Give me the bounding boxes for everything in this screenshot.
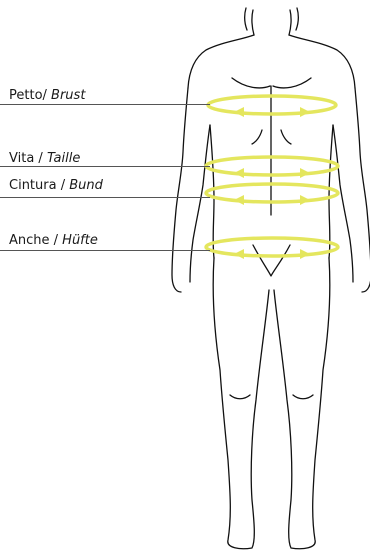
hip-label: Anche / Hüfte <box>9 234 98 247</box>
hip-label-it: Anche / <box>9 233 62 248</box>
belt-band <box>206 184 338 202</box>
measurement-bands <box>206 96 338 256</box>
hip-label-de: Hüfte <box>62 233 98 248</box>
waist-label-it: Vita / <box>9 151 47 166</box>
hip-band <box>206 238 338 256</box>
arrow-icon <box>300 107 310 117</box>
arrow-icon <box>234 107 244 117</box>
arrow-icon <box>234 195 244 205</box>
belt-label-de: Bund <box>69 178 103 193</box>
chest-label-it: Petto/ <box>9 88 51 103</box>
waist-leader-line <box>0 166 210 167</box>
chest-label: Petto/ Brust <box>9 89 85 102</box>
chest-leader-line <box>0 104 210 105</box>
belt-label-it: Cintura / <box>9 178 69 193</box>
arrow-icon <box>234 168 244 178</box>
hip-leader-line <box>0 250 210 251</box>
arrow-icon <box>234 249 244 259</box>
waist-label-de: Taille <box>47 151 80 166</box>
waist-label: Vita / Taille <box>9 152 80 165</box>
waist-band <box>206 157 338 175</box>
arrow-icon <box>300 249 310 259</box>
arrow-icon <box>300 168 310 178</box>
chest-band <box>208 96 336 114</box>
belt-label: Cintura / Bund <box>9 179 103 192</box>
chest-label-de: Brust <box>51 88 85 103</box>
belt-leader-line <box>0 197 210 198</box>
arrow-icon <box>300 195 310 205</box>
body-outline <box>172 8 370 549</box>
